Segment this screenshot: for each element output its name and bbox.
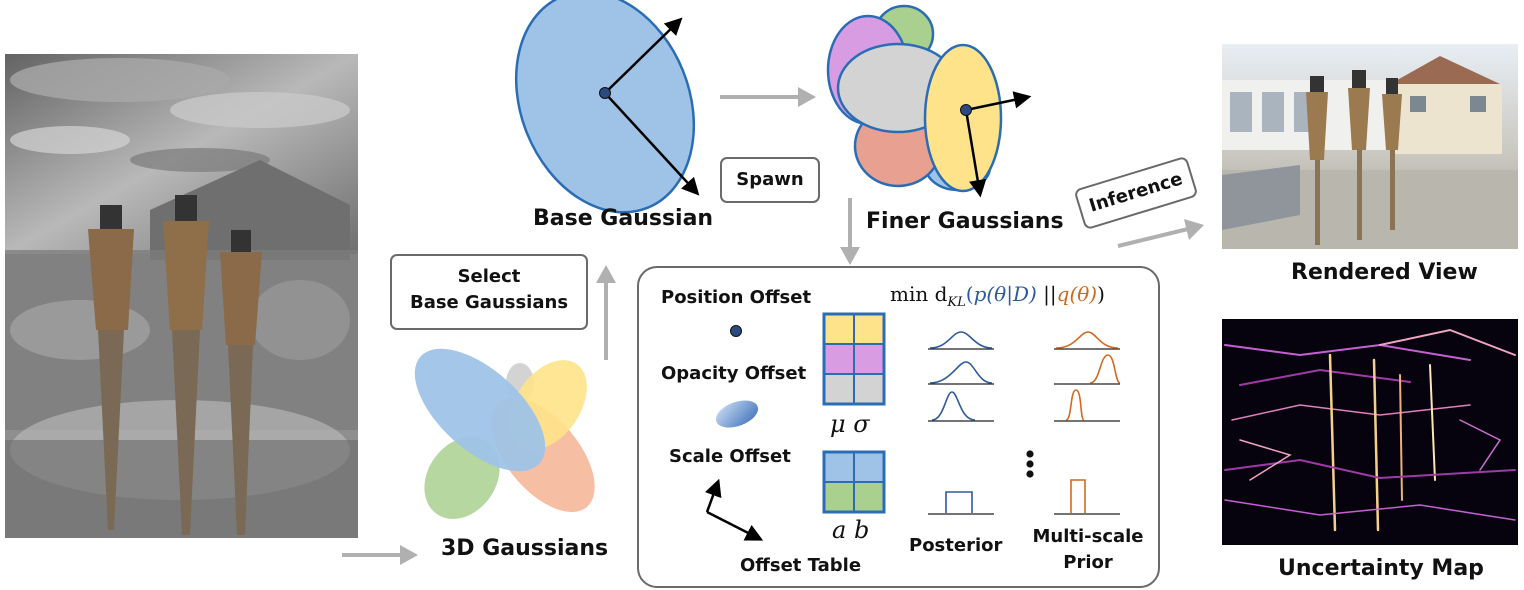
scale-ellipse-icon — [715, 400, 759, 428]
ellipsis-dots-icon — [1026, 450, 1034, 478]
formula-close: ) — [1097, 282, 1105, 306]
formula-posterior: p(θ|D) — [973, 282, 1037, 306]
multiscale-line2: Prior — [1063, 552, 1113, 573]
posterior-curves — [928, 331, 994, 515]
spawn-label: Spawn — [736, 169, 804, 190]
uncertainty-map-image — [1222, 319, 1518, 545]
position-dot-icon — [730, 325, 742, 337]
3d-gaussians-label: 3D Gaussians — [441, 536, 609, 561]
uncertainty-map-label: Uncertainty Map — [1278, 556, 1484, 581]
formula-prior: q(θ) — [1056, 282, 1098, 306]
opacity-offset-label: Opacity Offset — [661, 363, 807, 384]
formula-prefix: min d — [890, 282, 948, 306]
multiscale-prior-label: Multi-scale Prior — [1028, 524, 1148, 576]
position-offset-label: Position Offset — [661, 287, 812, 308]
finer-gaussians-label: Finer Gaussians — [866, 209, 1064, 234]
offset-grid-mu-sigma — [822, 312, 886, 406]
arrow-inference — [1117, 219, 1204, 248]
multiscale-line1: Multi-scale — [1032, 526, 1144, 547]
base-gaussian-icon — [514, 0, 700, 214]
offset-panel-box — [637, 266, 1160, 588]
arrow-to-3d-gaussians — [342, 545, 418, 565]
gaussian-scene-image — [5, 54, 358, 538]
formula-sep: || — [1036, 282, 1057, 306]
select-line1: Select — [457, 266, 521, 287]
finer-gaussians-icon — [826, 4, 1032, 198]
posterior-label: Posterior — [909, 535, 1003, 556]
kl-formula: min dKL(p(θ|D) ||q(θ)) — [890, 282, 1105, 310]
prior-curves — [1054, 331, 1121, 515]
offset-table-label: Offset Table — [740, 555, 862, 576]
arrow-base-to-finer — [720, 87, 816, 107]
rendered-view-label: Rendered View — [1291, 260, 1478, 285]
offset-table-pointer-icon — [704, 478, 764, 541]
scale-offset-label: Scale Offset — [669, 446, 791, 467]
formula-subscript: KL — [947, 295, 966, 310]
offset-grid-a-b — [822, 450, 886, 514]
spawn-box: Spawn — [720, 157, 820, 203]
a-b-label: a b — [832, 516, 870, 544]
rendered-view-image — [1222, 44, 1518, 249]
select-base-gaussians-box: Select Base Gaussians — [390, 254, 588, 330]
base-gaussian-label: Base Gaussian — [533, 206, 714, 231]
formula-open: ( — [965, 282, 974, 306]
3d-gaussians-icon — [414, 348, 595, 519]
mu-sigma-label: μ σ — [830, 410, 870, 438]
arrow-down-to-offsets — [840, 198, 860, 265]
arrow-up-select — [596, 265, 616, 360]
select-line2: Base Gaussians — [409, 292, 569, 313]
